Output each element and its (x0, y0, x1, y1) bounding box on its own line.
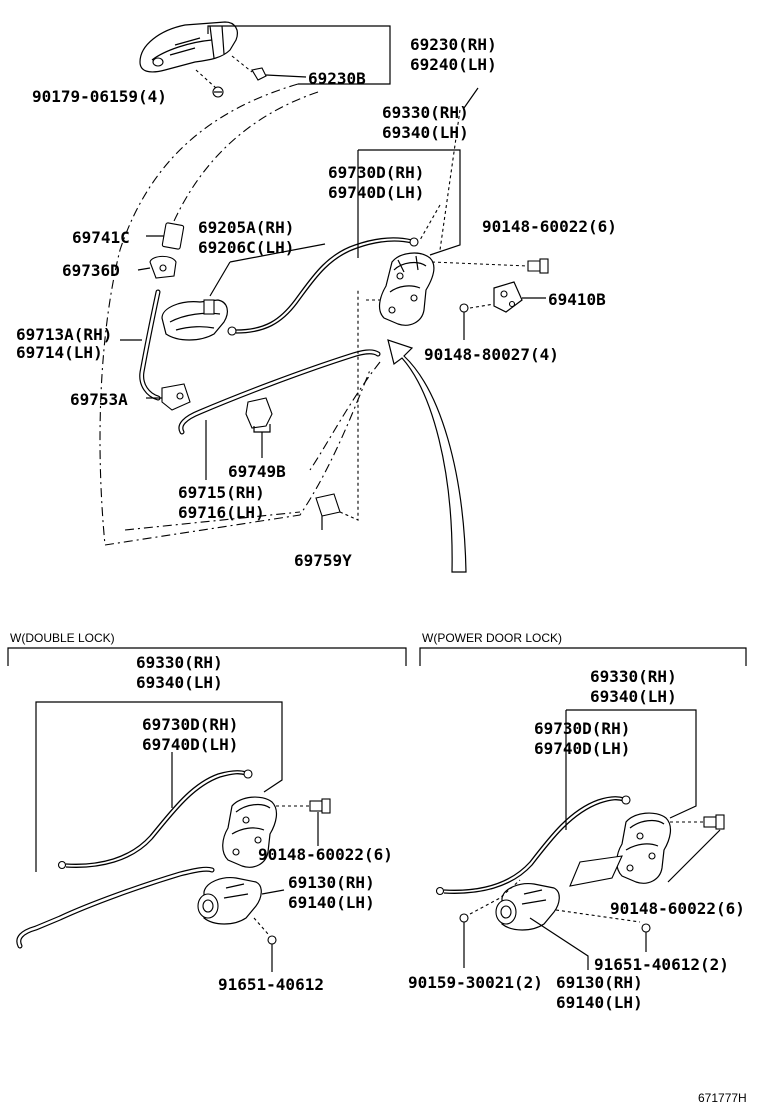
label-69740d-lh: 69740D(LH) (328, 183, 424, 202)
power-lock-section: W(POWER DOOR LOCK) (419, 631, 747, 970)
label-69206c-lh: 69206C(LH) (198, 238, 294, 257)
label-69205a-rh: 69205A(RH) (198, 218, 294, 237)
pl-label-69740d-lh: 69740D(LH) (534, 739, 630, 758)
section-title-power-lock: W(POWER DOOR LOCK) (422, 631, 562, 645)
dl-door-lock-assembly (222, 796, 278, 868)
dl-cable (65, 770, 247, 865)
bracket-pl-69330 (566, 709, 697, 819)
label-90148-80027: 90148-80027(4) (424, 345, 559, 364)
double-lock-section: W(DOUBLE LOCK) (7, 631, 407, 972)
pl-cable (443, 796, 625, 891)
outside-door-handle (139, 21, 238, 73)
dl-screw-91651 (267, 935, 277, 972)
part-69741c (146, 222, 185, 250)
figure-id: 671777H (698, 1091, 747, 1105)
cable-69730d (235, 237, 413, 331)
pl-door-lock-actuator (495, 883, 560, 931)
label-90179-06159: 90179-06159(4) (32, 87, 167, 106)
label-69753a: 69753A (70, 390, 128, 409)
dl-label-91651-40612: 91651-40612 (218, 975, 324, 994)
label-69716-lh: 69716(LH) (178, 503, 265, 522)
pl-label-69130-rh: 69130(RH) (556, 973, 643, 992)
label-69736d: 69736D (62, 261, 120, 280)
label-69230-rh: 69230(RH) (410, 35, 497, 54)
dl-label-69340-lh: 69340(LH) (136, 673, 223, 692)
leader-striker-dot (469, 303, 495, 309)
label-69714-lh: 69714(LH) (16, 343, 103, 362)
pl-label-69140-lh: 69140(LH) (556, 993, 643, 1012)
part-69230b (231, 55, 307, 81)
pl-label-69340-lh: 69340(LH) (590, 687, 677, 706)
pl-bolt-90148 (703, 814, 725, 830)
label-69730d-rh: 69730D(RH) (328, 163, 424, 182)
rod-69715 (178, 349, 381, 435)
section-bracket-double-lock (7, 647, 407, 666)
dl-door-lock-actuator (197, 877, 285, 925)
door-lock-assembly (378, 252, 435, 326)
label-69749b: 69749B (228, 462, 286, 481)
bracket-69330 (358, 149, 461, 256)
door-outline (99, 83, 371, 546)
pl-label-90159-30021: 90159-30021(2) (408, 973, 543, 992)
part-69749b (245, 397, 273, 458)
label-69741c: 69741C (72, 228, 130, 247)
bracket-dl-69330 (35, 701, 283, 872)
dl-label-69330-rh: 69330(RH) (136, 653, 223, 672)
pl-door-lock-assembly (569, 812, 672, 887)
screw-90179 (195, 69, 224, 98)
pl-label-90148-60022: 90148-60022(6) (610, 899, 745, 918)
section-bracket-power-lock (419, 647, 747, 666)
part-69736d (137, 255, 177, 279)
leader-69759y-dot (339, 290, 359, 521)
dl-label-69130-rh: 69130(RH) (288, 873, 375, 892)
pl-label-69730d-rh: 69730D(RH) (534, 719, 630, 738)
bolt-90148-60022 (527, 258, 549, 274)
leader-69205a (229, 243, 326, 263)
part-69753a (146, 383, 191, 411)
main-assembly (99, 21, 549, 573)
dl-label-90148-60022: 90148-60022(6) (258, 845, 393, 864)
pl-label-91651-40612: 91651-40612(2) (594, 955, 729, 974)
dl-label-69140-lh: 69140(LH) (288, 893, 375, 912)
part-69759y (315, 493, 341, 530)
label-90148-60022: 90148-60022(6) (482, 217, 617, 236)
leader-69730d-dot (419, 204, 441, 241)
dl-rod (16, 866, 215, 949)
leader-69330 (463, 87, 479, 109)
dl-bolt-90148 (309, 798, 331, 814)
label-69713a-rh: 69713A(RH) (16, 325, 112, 344)
bolt-90148-80027 (459, 303, 469, 340)
pl-label-69330-rh: 69330(RH) (590, 667, 677, 686)
label-69330-rh: 69330(RH) (382, 103, 469, 122)
cable-end (227, 326, 237, 336)
pl-screw-91651 (641, 923, 651, 952)
view-arrow (387, 339, 467, 573)
section-title-double-lock: W(DOUBLE LOCK) (10, 631, 115, 645)
inside-door-handle (161, 261, 231, 341)
leader-90148-60022-dot (431, 261, 529, 267)
dl-label-69730d-rh: 69730D(RH) (142, 715, 238, 734)
door-lock-striker (493, 281, 546, 313)
label-69340-lh: 69340(LH) (382, 123, 469, 142)
label-69715-rh: 69715(RH) (178, 483, 265, 502)
label-69230b: 69230B (308, 69, 366, 88)
label-69759y: 69759Y (294, 551, 352, 570)
door-outline-bottom (124, 511, 301, 531)
pl-screw-90159 (459, 913, 469, 968)
dl-label-69740d-lh: 69740D(LH) (142, 735, 238, 754)
leader-69230 (207, 25, 391, 85)
door-outline-inner (169, 91, 319, 231)
label-69240-lh: 69240(LH) (410, 55, 497, 74)
label-69410b: 69410B (548, 290, 606, 309)
